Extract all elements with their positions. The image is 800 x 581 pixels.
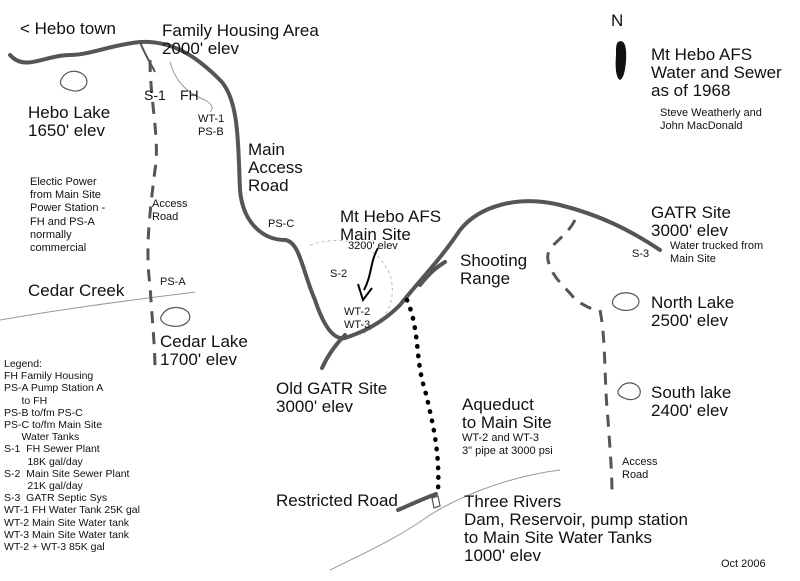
legend-line: FH Family Housing <box>4 370 94 383</box>
hebo-lake-label: Hebo Lake 1650' elev <box>28 103 111 140</box>
aqueduct-label: Aqueduct to Main Site <box>462 395 552 432</box>
shooting-range-label: Shooting Range <box>460 251 528 288</box>
north-label: N <box>611 11 624 30</box>
restricted-road-label: Restricted Road <box>276 491 398 510</box>
legend-line: S-2 Main Site Sewer Plant <box>4 467 130 480</box>
legend-line: WT-1 FH Water Tank 25K gal <box>4 504 140 517</box>
gatr-site-label: GATR Site 3000' elev <box>651 203 731 240</box>
water-trucked-note: Water trucked from Main Site <box>670 240 764 266</box>
north-arrow-icon <box>615 41 627 80</box>
legend-line: PS-B to/fm PS-C <box>4 406 83 419</box>
fh-code: FH <box>180 87 199 103</box>
shooting-range-road <box>418 260 447 287</box>
legend-line: WT-2 Main Site Water tank <box>4 516 130 529</box>
north-lake-shape <box>611 292 640 311</box>
fh-spur <box>139 41 156 73</box>
legend-line: S-1 FH Sewer Plant <box>4 443 100 456</box>
aqueduct-detail: WT-2 and WT-3 3" pipe at 3000 psi <box>462 432 553 458</box>
map-title: Mt Hebo AFS Water and Sewer as of 1968 <box>651 45 782 100</box>
legend-line: 18K gal/day <box>4 455 83 468</box>
old-gatr-road <box>320 333 347 370</box>
legend-line: WT-2 + WT-3 85K gal <box>4 541 105 554</box>
gatr-access-road <box>546 219 614 496</box>
legend-line: PS-C to/fm Main Site <box>4 419 103 432</box>
wt1-psb-code: WT-1 PS-B <box>198 113 225 139</box>
cedar-lake-label: Cedar Lake 1700' elev <box>160 332 248 369</box>
cedar-creek-line <box>0 291 196 321</box>
main-site-arrowhead <box>357 283 373 303</box>
map-date: Oct 2006 <box>721 558 766 570</box>
access-road-right-label: Access Road <box>622 456 658 482</box>
legend-line: Water Tanks <box>4 431 80 444</box>
dam-mark <box>431 495 441 509</box>
main-site-label: Mt Hebo AFS Main Site <box>340 207 442 244</box>
aqueduct-line <box>404 297 441 493</box>
legend-line: PS-A Pump Station A <box>4 382 104 395</box>
s2-code: S-2 <box>330 268 348 280</box>
hebo-town-label: < Hebo town <box>20 19 116 38</box>
main-access-road-label: Main Access Road <box>248 140 303 195</box>
wt23-code: WT-2 WT-3 <box>344 306 371 332</box>
legend-line: to FH <box>4 394 48 407</box>
creek-lower <box>329 469 561 571</box>
main-access-road-line <box>8 39 662 341</box>
three-rivers-label: Three Rivers Dam, Reservoir, pump statio… <box>464 492 688 565</box>
restricted-road-line <box>396 492 438 512</box>
hebo-lake-shape <box>59 70 88 92</box>
psc-code: PS-C <box>268 218 295 230</box>
cedar-creek-label: Cedar Creek <box>28 281 125 300</box>
map-authors: Steve Weatherly and John MacDonald <box>660 107 762 133</box>
s3-code: S-3 <box>632 248 650 260</box>
old-gatr-label: Old GATR Site 3000' elev <box>276 379 388 416</box>
legend-line: WT-3 Main Site Water tank <box>4 528 130 541</box>
north-lake-label: North Lake 2500' elev <box>651 293 735 330</box>
access-road-left-label: Access Road <box>152 198 188 224</box>
main-site-arrow <box>363 247 379 291</box>
south-lake-shape <box>617 382 641 401</box>
legend-line: S-3 GATR Septic Sys <box>4 492 108 505</box>
s1-code: S-1 <box>144 87 166 103</box>
cedar-lake-shape <box>160 306 191 327</box>
legend-line: 21K gal/day <box>4 480 83 493</box>
family-housing-label: Family Housing Area 2000' elev <box>162 21 319 58</box>
legend-line: Legend: <box>4 358 42 370</box>
south-lake-label: South lake 2400' elev <box>651 383 732 420</box>
fh-area-outline <box>169 61 213 113</box>
electric-power-note: Electic Power from Main Site Power Stati… <box>30 176 106 254</box>
psa-code: PS-A <box>160 276 186 288</box>
main-site-elev: 3200' elev <box>348 240 398 252</box>
